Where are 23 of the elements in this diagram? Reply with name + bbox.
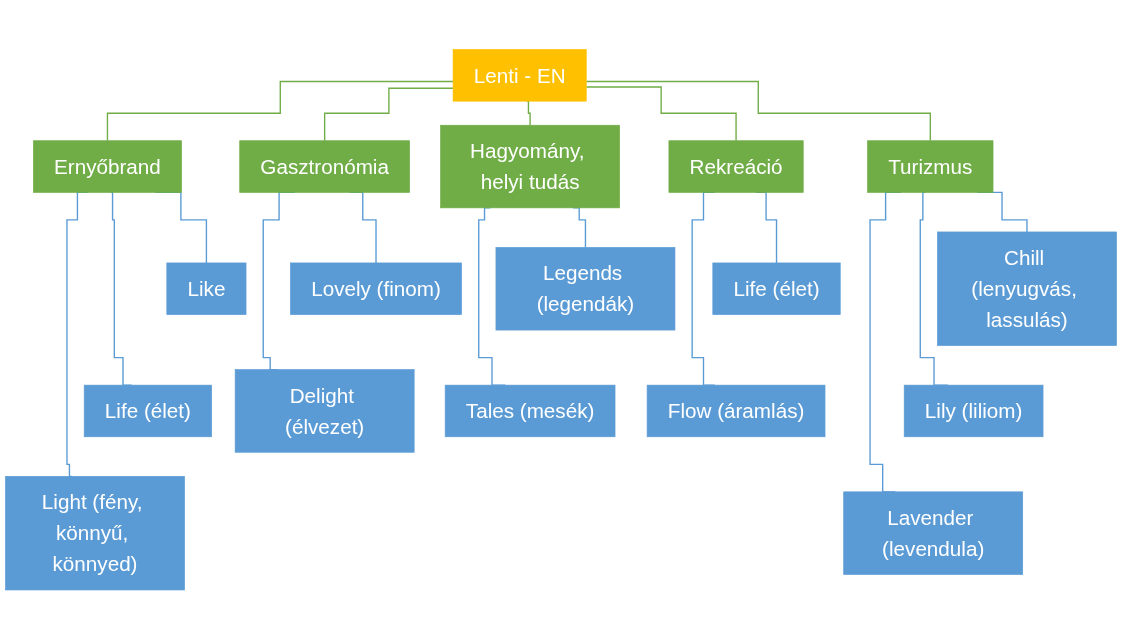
- node-box: Gasztronómia: [239, 140, 410, 193]
- node-box: Lily (liliom): [903, 384, 1044, 437]
- node-box: Legends (legendák): [495, 246, 676, 331]
- node-box: Ernyőbrand: [33, 140, 182, 193]
- node-box: Tales (mesék): [444, 384, 616, 437]
- node-box: Delight (élvezet): [234, 369, 415, 453]
- node-box: Lenti - EN: [452, 48, 587, 102]
- connector: [526, 100, 531, 126]
- node-box: Life (élet): [712, 262, 841, 315]
- node-box: Chill (lenyugvás, lassulás): [937, 231, 1117, 346]
- connector: [585, 80, 931, 142]
- connector: [106, 80, 454, 142]
- node-box: Light (fény, könnyű, könnyed): [5, 475, 185, 591]
- node-box: Hagyomány, helyi tudás: [440, 124, 620, 208]
- node-box: Turizmus: [867, 140, 994, 193]
- connector: [585, 86, 737, 142]
- node-box: Flow (áramlás): [646, 384, 826, 437]
- node-box: Life (élet): [83, 384, 212, 437]
- connector: [323, 87, 454, 142]
- node-box: Lovely (finom): [290, 262, 462, 315]
- node-box: Rekreáció: [668, 140, 804, 193]
- node-box: Lavender (levendula): [843, 491, 1024, 575]
- node-box: Like: [166, 262, 247, 315]
